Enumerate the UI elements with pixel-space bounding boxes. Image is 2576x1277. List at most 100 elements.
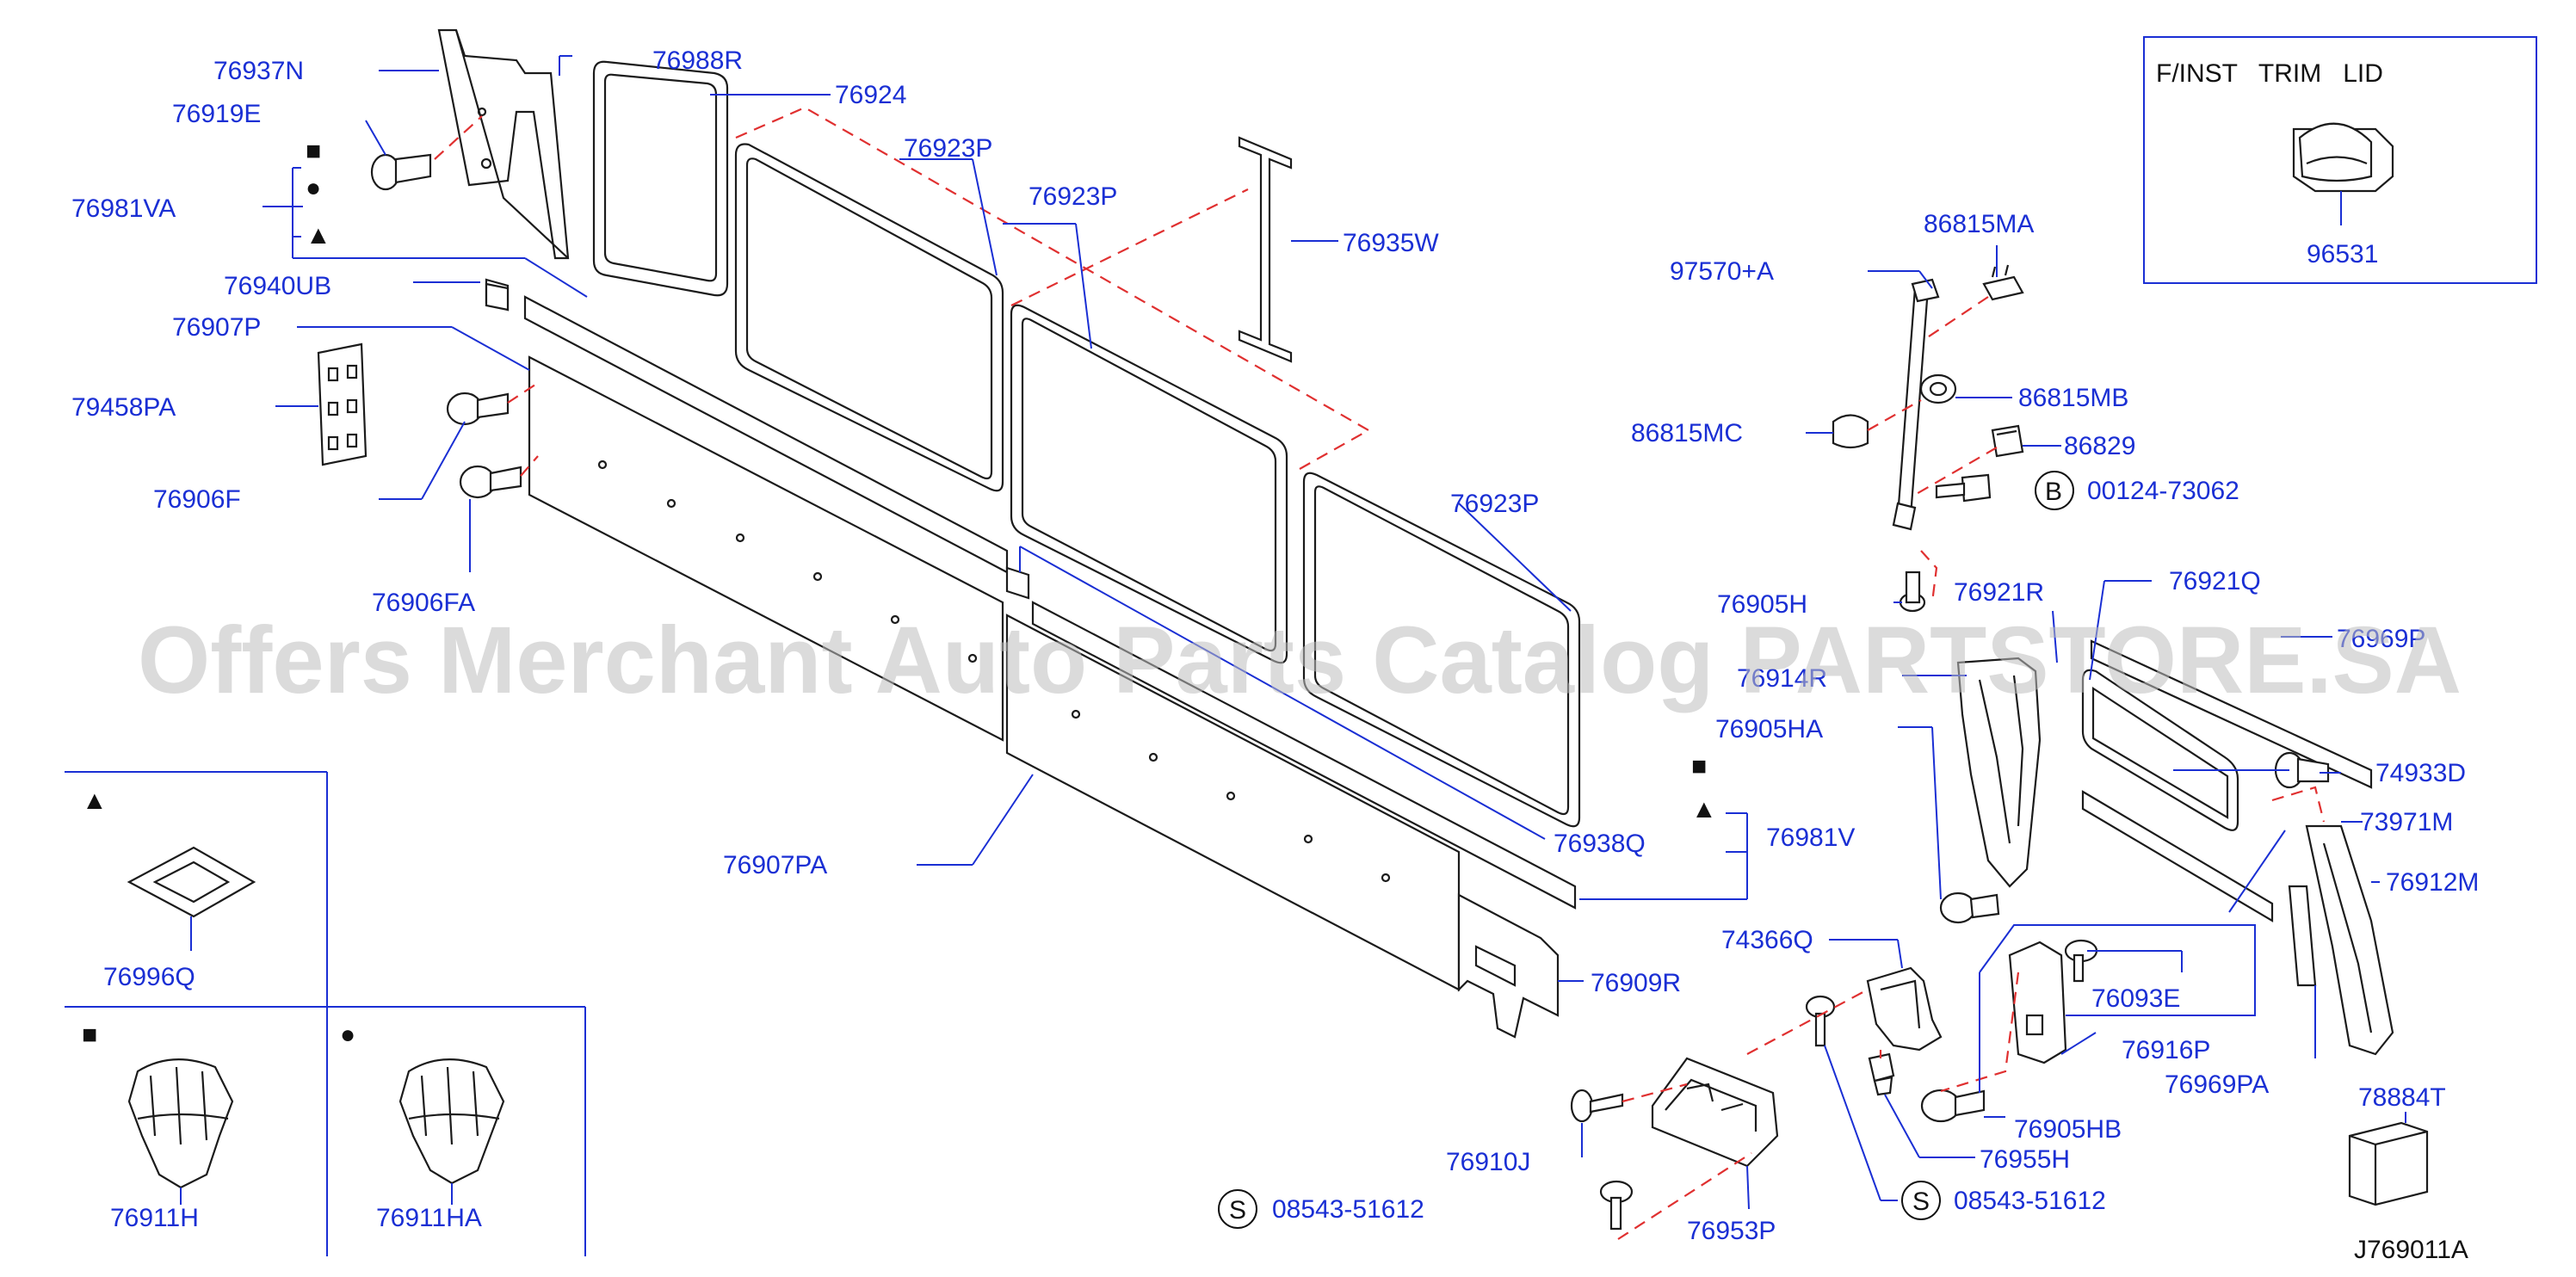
part-label-00124-73062: 00124-73062	[2087, 477, 2239, 505]
bracket-76916p-drawing	[2008, 941, 2067, 1064]
part-label-76905ha: 76905HA	[1715, 715, 1823, 743]
part-label-96531: 96531	[2307, 240, 2378, 268]
part-label-76911h: 76911H	[110, 1204, 199, 1232]
part-label-76916p: 76916P	[2122, 1036, 2210, 1064]
part-label-76907p: 76907P	[172, 313, 261, 342]
part-label-97570a: 97570+A	[1670, 257, 1774, 286]
part-label-76923p-b: 76923P	[1029, 182, 1117, 211]
window-frame-76923p-a-drawing	[734, 143, 1004, 492]
part-label-86829: 86829	[2064, 432, 2135, 460]
grommet-86815mb-drawing	[1919, 373, 1957, 404]
pin-76906fa-drawing	[459, 465, 522, 499]
panel-76907p-drawing	[528, 355, 1560, 1039]
part-label-08543-51612-a: 08543-51612	[1954, 1187, 2106, 1215]
clip-76911h-drawing	[127, 1058, 234, 1189]
pin-76906f-drawing	[446, 392, 510, 426]
symbol-s-b: S	[1229, 1196, 1246, 1225]
symbol-s-a: S	[1912, 1188, 1930, 1216]
part-label-76907pa: 76907PA	[723, 851, 827, 879]
trim-76914r-drawing	[1956, 657, 2042, 888]
part-label-78884t: 78884T	[2358, 1083, 2446, 1112]
fastener-holes	[597, 460, 1391, 883]
symbol-b-circle	[2035, 471, 2074, 510]
alignment-dashes-pillar	[1940, 786, 2326, 1093]
screw-76910j-drawing	[1570, 1089, 1624, 1123]
part-label-76969pa: 76969PA	[2165, 1070, 2269, 1099]
part-label-76906f: 76906F	[153, 485, 241, 514]
window-frame-76923p-b-drawing	[1010, 304, 1288, 664]
clip-76996q-drawing	[127, 846, 256, 918]
symbol-square-inset: ■	[82, 1021, 97, 1049]
clip-86815ma-drawing	[1982, 264, 2024, 301]
part-label-76935w: 76935W	[1343, 229, 1439, 257]
symbol-b: B	[2045, 478, 2062, 506]
part-label-76919e: 76919E	[172, 100, 261, 128]
symbol-triangle-inset: ▲	[82, 787, 108, 815]
strip-76969pa-drawing	[2288, 885, 2317, 987]
watermark-text: Offers Merchant Auto Parts Catalog PARTS…	[138, 608, 2462, 713]
part-label-76910j: 76910J	[1446, 1148, 1530, 1176]
alignment-dashes-main	[434, 106, 1369, 477]
part-label-76905hb: 76905HB	[2014, 1115, 2122, 1144]
rail-73971m-drawing	[2081, 790, 2274, 922]
symbol-s-circle-a	[1901, 1181, 1941, 1220]
leader-lines-main	[263, 55, 1748, 982]
bracket-76935w-drawing	[1238, 136, 1293, 363]
clip-76911ha-drawing	[398, 1058, 505, 1185]
screw-08543-b-drawing	[1599, 1180, 1634, 1231]
part-label-76909r: 76909R	[1591, 969, 1681, 997]
part-label-76921r: 76921R	[1954, 578, 2044, 607]
part-label-76940ub: 76940UB	[224, 272, 331, 300]
part-label-76921q: 76921Q	[2169, 567, 2261, 595]
inset-grid-clips	[65, 771, 586, 1256]
inset-title: F/INST TRIM LID	[2156, 59, 2383, 88]
part-label-76924: 76924	[835, 81, 906, 109]
part-label-76906fa: 76906FA	[372, 589, 475, 617]
part-label-76981v: 76981V	[1766, 824, 1855, 852]
strap-97570a-drawing	[1892, 278, 1940, 531]
part-label-76981va: 76981VA	[71, 194, 176, 223]
rail-76940ub-drawing	[485, 278, 1577, 910]
strip-76969p-drawing	[2090, 639, 2373, 789]
pillar-76912m-drawing	[2305, 824, 2394, 1056]
trim-lid-part-drawing	[2292, 122, 2394, 193]
part-label-76988r: 76988R	[652, 46, 743, 75]
symbol-circle-inset: ●	[340, 1021, 355, 1049]
leader-lines-strap	[1806, 245, 2061, 447]
symbol-square-76981v: ■	[1691, 752, 1707, 780]
part-label-76955h: 76955H	[1980, 1145, 2070, 1174]
symbol-s-circle-b	[1218, 1189, 1257, 1229]
part-label-76953p: 76953P	[1687, 1217, 1776, 1245]
window-frame-76924-drawing	[592, 60, 729, 297]
part-label-76969p: 76969P	[2337, 625, 2425, 653]
alignment-dashes-strap	[1867, 296, 1998, 603]
part-label-76937n: 76937N	[213, 57, 304, 85]
cap-86815mc-drawing	[1832, 414, 1869, 449]
part-label-76911ha: 76911HA	[376, 1204, 482, 1232]
part-label-76923p-c: 76923P	[1450, 490, 1539, 518]
part-label-08543-51612-b: 08543-51612	[1272, 1195, 1424, 1224]
bracket-74366q-drawing	[1866, 966, 1943, 1052]
pin-76905ha-drawing	[1939, 891, 2000, 924]
part-label-76093e: 76093E	[2091, 984, 2180, 1013]
clip-86829-drawing	[1991, 424, 2024, 458]
bracket-76937n-drawing	[437, 28, 570, 260]
part-label-86815mb: 86815MB	[2018, 384, 2128, 412]
hinge-79458pa-drawing	[317, 342, 368, 466]
symbol-circle-76981va: ●	[306, 174, 321, 202]
clip-76955h-drawing	[1868, 1052, 1895, 1096]
symbol-triangle-76981va: ▲	[306, 221, 331, 250]
part-label-86815ma: 86815MA	[1924, 210, 2034, 238]
screw-08543-a-drawing	[1805, 995, 1836, 1047]
window-frame-76923p-c-drawing	[1302, 472, 1581, 828]
diagram-code: J769011A	[2354, 1236, 2468, 1264]
part-label-74366q: 74366Q	[1721, 926, 1813, 954]
symbol-triangle-76981v: ▲	[1691, 795, 1717, 824]
inset-box-trim-lid	[2143, 36, 2537, 284]
bolt-00124-73062-drawing	[1935, 473, 1992, 503]
pin-76905hb-drawing	[1920, 1089, 1986, 1123]
leader-lines-pillar	[1893, 580, 2380, 1118]
pin-76905h-drawing	[1899, 571, 1926, 613]
part-label-76938q: 76938Q	[1554, 830, 1646, 858]
